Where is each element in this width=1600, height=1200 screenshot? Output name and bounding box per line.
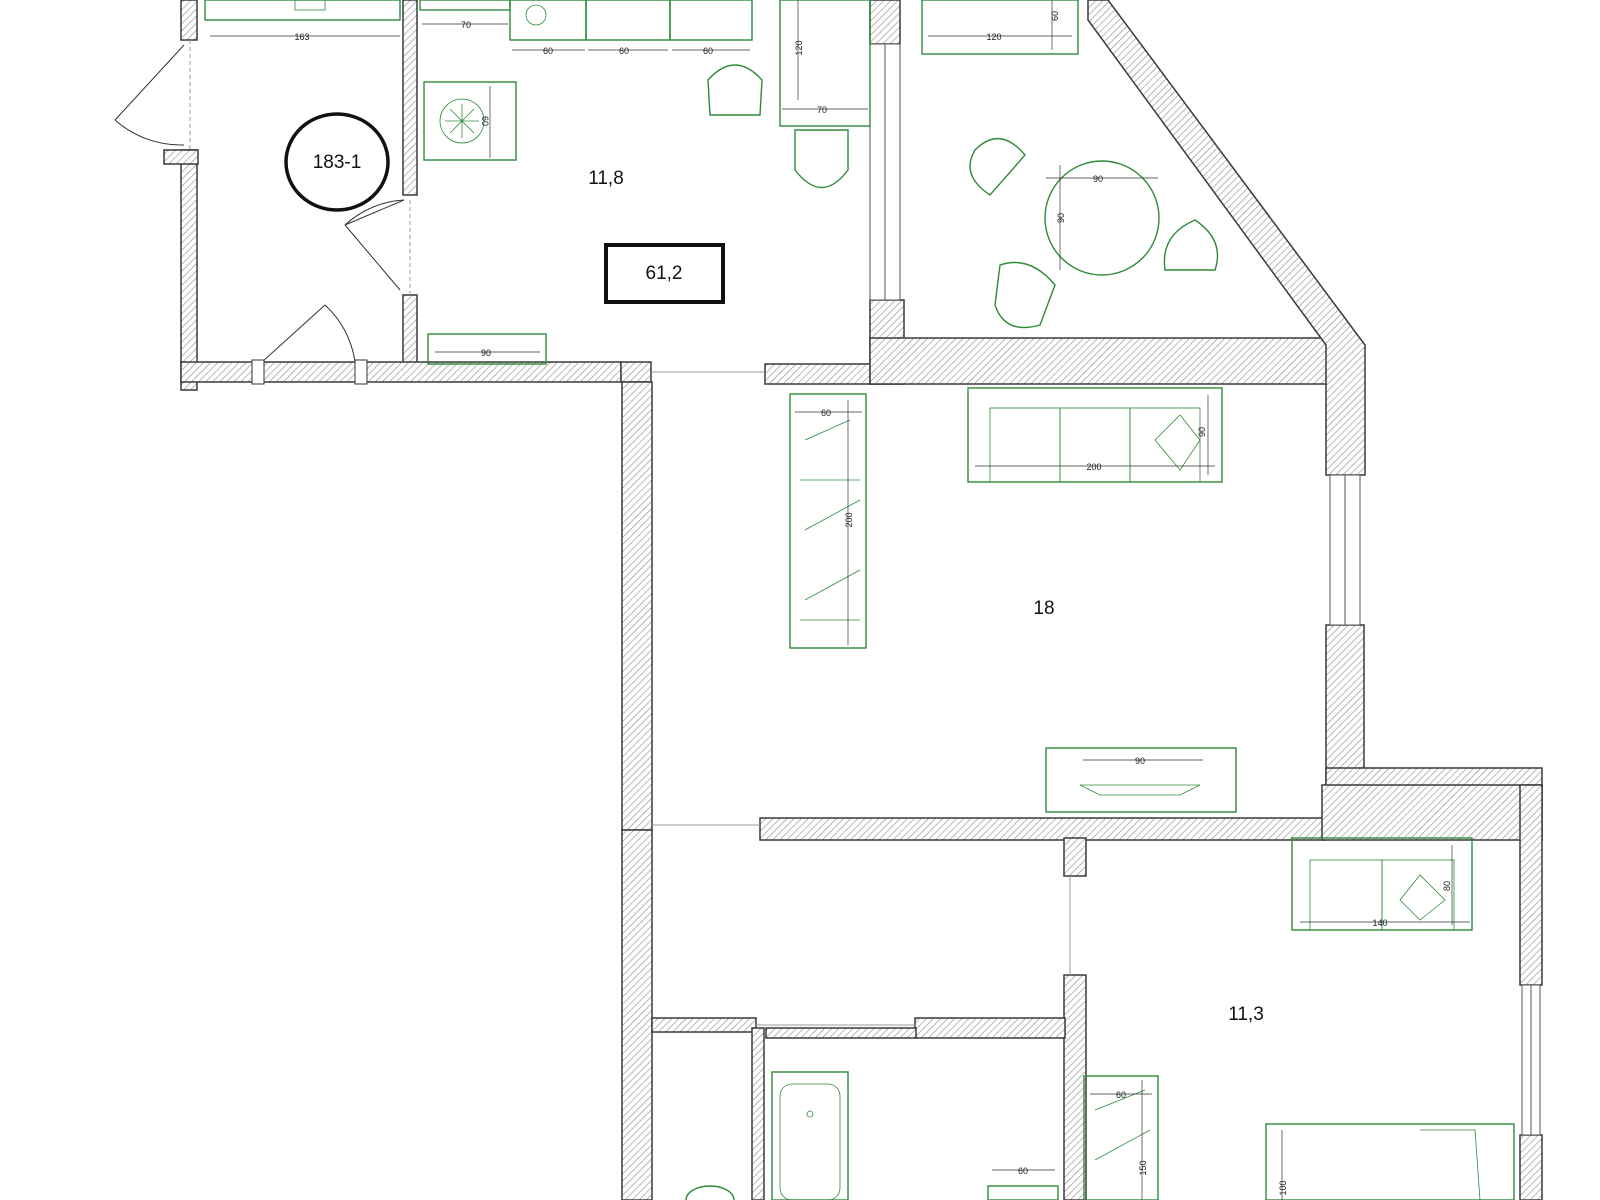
wall-bath-left xyxy=(751,1027,765,1200)
kitchen-door xyxy=(344,199,405,291)
dim-kitchen-table-length: 120 xyxy=(794,40,804,55)
dim-bedroom-wardrobe-length: 150 xyxy=(1138,1160,1148,1175)
apartment-label-circle xyxy=(284,112,390,212)
dim-small-sofa-depth: 80 xyxy=(1442,881,1452,891)
hall-cabinet xyxy=(204,0,401,21)
pillow-icon xyxy=(1154,414,1201,471)
kitchen-cabinet-2 xyxy=(669,0,753,41)
dim-fridge-depth: 60 xyxy=(480,116,490,126)
dim-bath-sink: 60 xyxy=(1018,1166,1028,1176)
dim-bed-width: 100 xyxy=(1278,1180,1288,1195)
bedroom-wardrobe xyxy=(1083,1075,1159,1200)
living-area: 18 xyxy=(1033,598,1054,619)
dim-hall-shelf: 90 xyxy=(481,348,491,358)
dim-hall-width: 163 xyxy=(294,32,309,42)
furniture xyxy=(204,0,1515,1200)
dim-sofa-length: 200 xyxy=(1086,462,1101,472)
tv-stand xyxy=(1045,747,1237,813)
wall-hall-left-top xyxy=(180,0,198,41)
chair xyxy=(1163,219,1219,271)
kitchen-sink-cabinet xyxy=(509,0,587,41)
dim-cabinet-2: 60 xyxy=(619,46,629,56)
dim-cabinet-3: 60 xyxy=(703,46,713,56)
kitchen-area: 11,8 xyxy=(588,168,624,189)
dim-kitchen-table-width: 70 xyxy=(817,105,827,115)
bathtub xyxy=(771,1071,849,1200)
wardrobe xyxy=(789,393,867,649)
dim-wardrobe-length: 200 xyxy=(844,512,854,527)
wall-hall-bottom xyxy=(180,361,622,383)
wall-column-top xyxy=(869,0,901,45)
wall-living-right xyxy=(1325,624,1365,786)
dim-tv-stand: 90 xyxy=(1135,756,1145,766)
windows xyxy=(869,43,1541,1136)
top-cabinet xyxy=(921,0,1079,55)
wall-kitchen-left-low xyxy=(402,294,418,366)
dim-sofa-depth: 90 xyxy=(1197,427,1207,437)
chair xyxy=(707,64,763,116)
toilet xyxy=(685,1185,735,1200)
dim-round-table-d: 90 xyxy=(1056,213,1066,223)
snowflake-icon xyxy=(445,104,479,138)
wall-bedroom-right-low xyxy=(1519,1134,1543,1200)
wall-bedroom-top xyxy=(1321,784,1543,841)
round-table xyxy=(1044,160,1160,276)
chair xyxy=(794,129,849,188)
wall-bedroom-left xyxy=(1063,974,1087,1200)
dim-cabinet-1: 60 xyxy=(543,46,553,56)
wall-bedroom-stub xyxy=(1063,837,1087,877)
wall-living-left xyxy=(621,381,653,831)
kitchen-table xyxy=(779,0,871,127)
dim-counter-top: 70 xyxy=(461,20,471,30)
bed xyxy=(1265,1123,1515,1200)
wall-wc-top xyxy=(651,1017,757,1033)
hall-door xyxy=(261,304,356,363)
wall-living-bottom xyxy=(759,817,1327,841)
wall-bedroom-right xyxy=(1519,784,1543,986)
wall-entry-jamb xyxy=(163,149,199,165)
fridge xyxy=(423,81,517,161)
chair xyxy=(994,261,1056,329)
kitchen-cabinet xyxy=(585,0,671,41)
total-area: 61,2 xyxy=(646,263,683,284)
dim-top-cabinet-width: 120 xyxy=(986,32,1001,42)
dim-round-table-w: 90 xyxy=(1093,174,1103,184)
wall-hall-left xyxy=(180,149,198,391)
total-area-box xyxy=(604,243,725,304)
entry-door xyxy=(114,44,185,146)
wall-kitchen-left xyxy=(402,0,418,196)
wall-living-top xyxy=(869,337,1351,385)
dim-bedroom-wardrobe-depth: 60 xyxy=(1116,1090,1126,1100)
pillow-icon xyxy=(1399,874,1446,921)
dim-top-cabinet-depth: 60 xyxy=(1050,11,1060,21)
doors xyxy=(114,40,1071,1026)
dimension-lines xyxy=(210,0,1470,1200)
dim-small-sofa-length: 140 xyxy=(1372,918,1387,928)
wall-corridor-left xyxy=(621,829,653,1200)
apartment-label: 183-1 xyxy=(313,152,362,173)
dimension-labels: 163 70 60 60 60 60 90 120 70 120 60 90 9… xyxy=(294,11,1452,1196)
hall-shelf xyxy=(427,333,547,365)
room-labels: 183-1 61,2 11,8 18 11,3 xyxy=(284,112,1264,1025)
bedroom-area: 11,3 xyxy=(1228,1004,1264,1025)
chair xyxy=(969,137,1026,196)
wall-kitchen-bottom xyxy=(764,363,876,385)
wall-hall-bottom-end xyxy=(620,361,652,383)
dim-wardrobe-depth: 60 xyxy=(821,408,831,418)
wall-bath-top xyxy=(914,1017,1066,1039)
walls xyxy=(163,0,1543,1200)
bath-sink xyxy=(987,1185,1059,1200)
wall-bath-top-thin xyxy=(765,1027,917,1039)
